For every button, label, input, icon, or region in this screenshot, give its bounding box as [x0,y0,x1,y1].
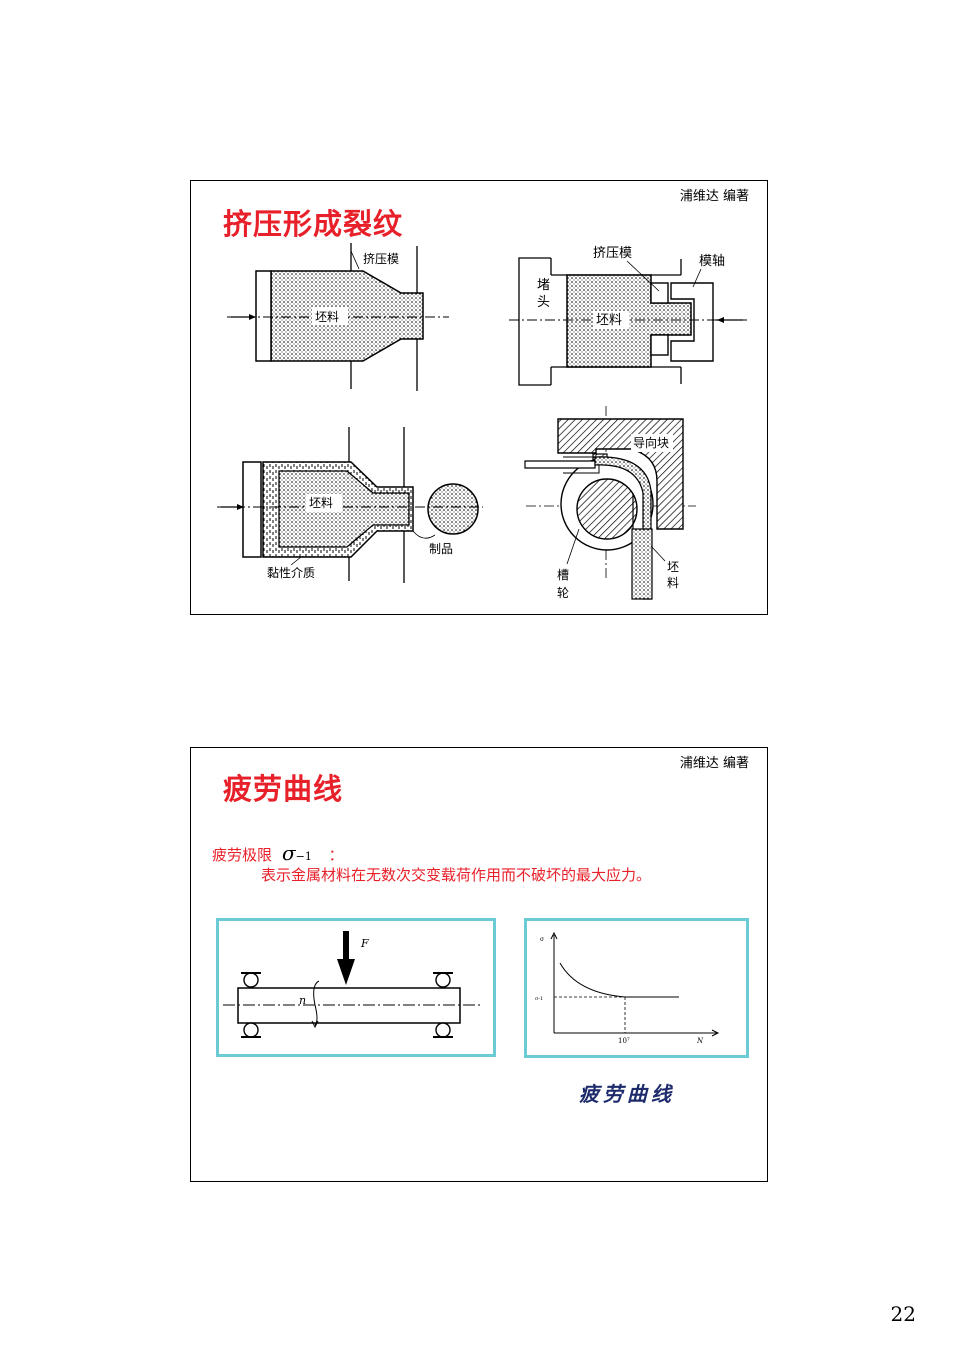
sigma-symbol: σ−1 [282,841,312,865]
label-die-b: 挤压模 [593,246,632,261]
x-tick-label: 10⁷ [618,1037,630,1045]
rotating-beam-drawing: F n [223,931,483,1038]
label-mandrel: 模轴 [699,254,725,269]
sigma-subscript: −1 [295,850,312,863]
fatigue-limit-definition: 表示金属材料在无数次交变载荷作用而不破坏的最大应力。 [261,866,652,884]
label-die-a: 挤压模 [363,251,399,266]
label-guide-block: 导向块 [633,435,669,450]
extrusion-diagrams: 坯料 挤压模 坯料 堵头 挤压模 模轴 [217,243,747,600]
diagram-backward-extrusion: 坯料 堵头 挤压模 模轴 [509,246,747,386]
figure-caption: 疲劳曲线 [579,1082,675,1106]
label-billet-b: 坯料 [596,313,622,328]
fatigue-curve-graph: σ σ-1 10⁷ N [524,918,749,1058]
slide-extrusion-cracks: 浦维达 编著 挤压形成裂纹 [190,180,768,615]
fatigue-limit-tick: σ-1 [535,996,543,1002]
label-plug: 堵头 [537,278,550,310]
y-axis-label: σ [540,936,544,943]
fatigue-limit-line: 疲劳极限 σ−1 ： [212,841,344,865]
x-axis-label: N [696,1037,704,1045]
colon: ： [328,846,344,864]
fatigue-limit-label: 疲劳极限 [212,846,273,864]
slide-title: 挤压形成裂纹 [223,207,404,241]
rotation-label: n [299,994,306,1007]
fatigue-curve-drawing: σ σ-1 10⁷ N [535,931,720,1045]
label-billet-a: 坯料 [315,310,339,324]
label-groove-wheel: 槽轮 [557,568,569,600]
label-viscous-medium: 黏性介质 [267,566,315,580]
diagram-viscous-extrusion: 坯料 制品 黏性介质 [217,427,483,583]
author-credit: 浦维达 编著 [679,189,749,204]
slide-title: 疲劳曲线 [223,772,344,806]
label-billet-d: 坯料 [667,560,679,590]
author-credit: 浦维达 编著 [679,756,749,771]
force-label: F [360,937,369,950]
label-product: 制品 [429,542,453,556]
label-billet-c: 坯料 [309,496,333,510]
diagram-forward-extrusion: 坯料 挤压模 [227,243,449,391]
rotating-beam-figure: F n [216,918,496,1057]
diagram-continuous-extrusion: 导向块 槽轮 坯料 [524,406,696,600]
page-number: 22 [890,1302,916,1326]
